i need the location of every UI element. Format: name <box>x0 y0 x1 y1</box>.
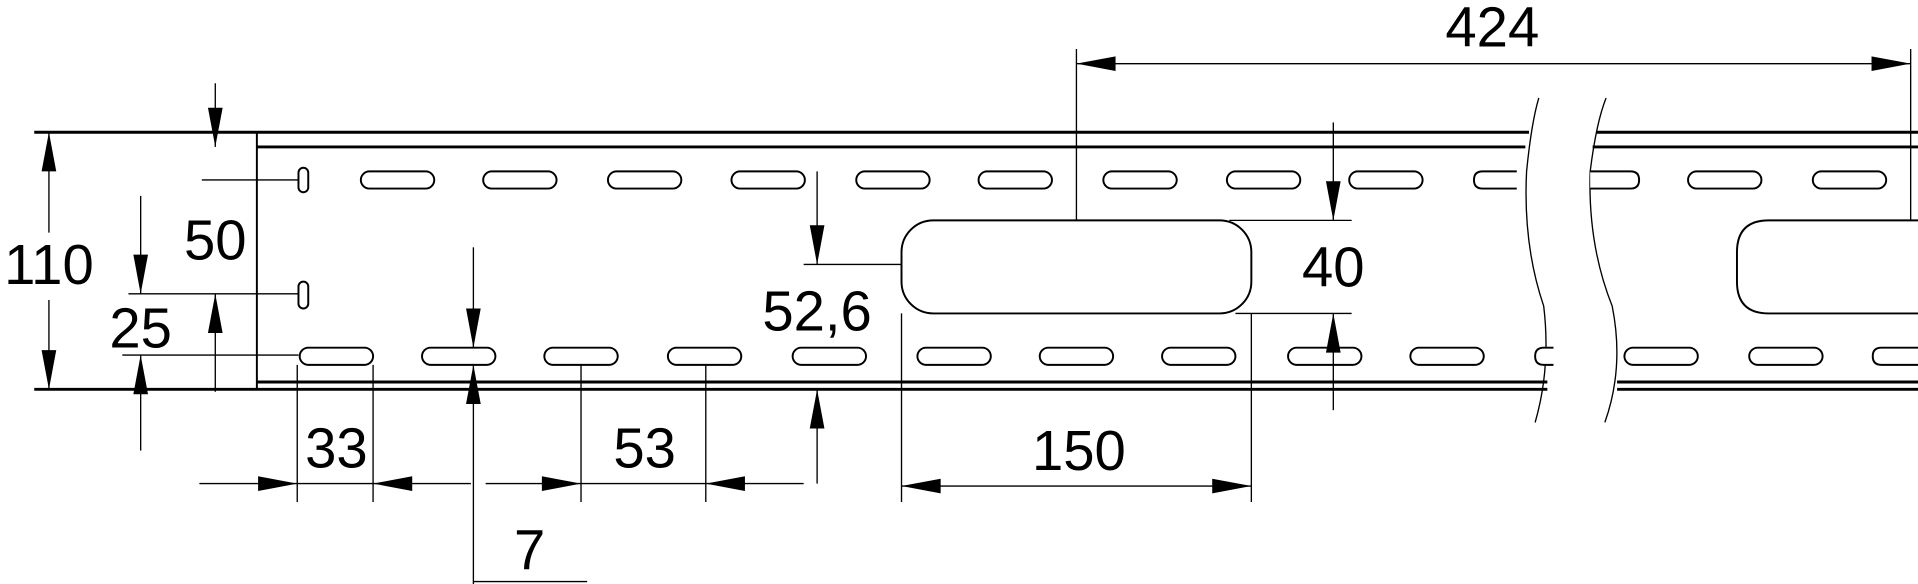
slot <box>1225 170 1302 190</box>
slot <box>606 170 683 190</box>
slot <box>916 346 992 366</box>
arrow-icon <box>466 308 481 348</box>
slot <box>1687 170 1763 190</box>
slot <box>1287 346 1363 366</box>
arrow-icon <box>705 476 745 491</box>
slot <box>791 346 868 366</box>
end-slot <box>297 166 310 194</box>
arrow-icon <box>809 389 825 429</box>
slot <box>666 346 743 366</box>
arrow-icon <box>207 293 223 334</box>
slot <box>1409 346 1485 366</box>
slot <box>421 346 497 366</box>
dim-52-6-label: 52,6 <box>762 280 871 343</box>
break-lines <box>1525 97 1618 423</box>
slot <box>1348 170 1424 190</box>
dim-53-label: 53 <box>613 417 676 480</box>
dim-33-label: 33 <box>305 417 368 480</box>
arrow-icon <box>541 476 582 491</box>
slot <box>1871 346 1918 366</box>
arrow-icon <box>1325 181 1341 221</box>
dim-7-label: 7 <box>514 518 545 581</box>
slot <box>1102 170 1178 190</box>
dim-110-label: 110 <box>4 233 94 296</box>
slot <box>1534 346 1554 366</box>
dim-25-label: 25 <box>109 297 172 360</box>
slot <box>1623 346 1699 366</box>
end-slot <box>297 280 310 310</box>
slot <box>1161 346 1237 366</box>
arrow-icon <box>1871 56 1911 72</box>
slot <box>855 170 931 190</box>
dim-50-label: 50 <box>184 209 247 272</box>
dim-150-label: 150 <box>1032 419 1126 482</box>
arrow-icon <box>809 225 825 265</box>
slot <box>298 346 375 366</box>
slot <box>730 170 806 190</box>
arrow-icon <box>373 476 413 491</box>
dim-40-label: 40 <box>1302 235 1365 298</box>
arrow-icon <box>1076 56 1116 72</box>
arrow-icon <box>1212 478 1252 494</box>
arrow-icon <box>207 107 223 147</box>
arrow-icon <box>466 364 481 405</box>
slot <box>1590 170 1641 190</box>
slot <box>1811 170 1888 190</box>
slot <box>482 170 558 190</box>
slot <box>1472 170 1517 190</box>
arrow-icon <box>258 476 298 491</box>
arrow-icon <box>41 350 57 390</box>
arrow-icon <box>901 478 941 494</box>
arrow-icon <box>133 254 149 294</box>
slot <box>1038 346 1115 366</box>
slot <box>543 346 619 366</box>
dimension-lines <box>41 48 1912 584</box>
slot-holes <box>297 166 1918 366</box>
slot <box>977 170 1053 190</box>
large-windows <box>900 219 1918 315</box>
dim-424-label: 424 <box>1445 0 1539 59</box>
arrow-icon <box>133 355 149 395</box>
slot <box>1748 346 1824 366</box>
slot <box>359 170 436 190</box>
arrow-icon <box>41 132 57 172</box>
arrow-icon <box>1325 313 1341 353</box>
